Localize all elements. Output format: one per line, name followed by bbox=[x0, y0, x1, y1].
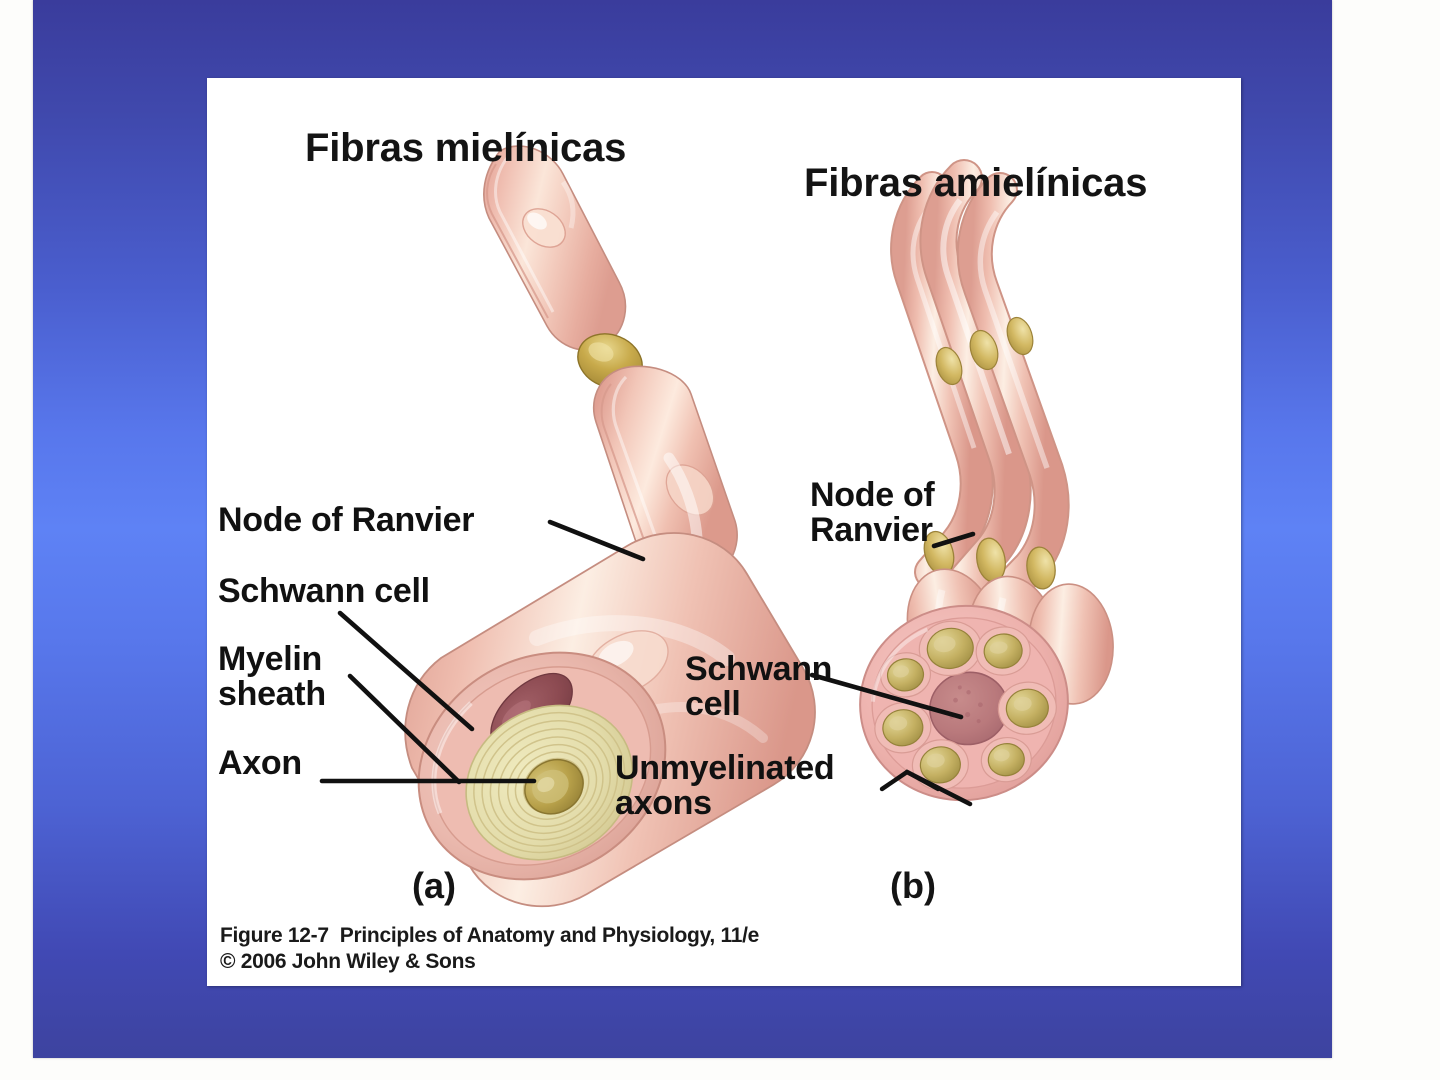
caption-line-2: © 2006 John Wiley & Sons bbox=[220, 950, 476, 974]
node-of-ranvier-band-upper-2 bbox=[969, 329, 999, 371]
label-axon-a: Axon bbox=[218, 744, 302, 782]
schwann-segment-middle bbox=[592, 365, 738, 585]
unmyelinated-axon-1 bbox=[918, 620, 982, 677]
leader-unmyelinated-axons-2 bbox=[904, 769, 973, 807]
anatomy-illustration bbox=[319, 145, 1114, 908]
unmyelinated-tube-front bbox=[956, 172, 1070, 614]
panel-letter-b: (b) bbox=[890, 865, 936, 906]
unmyelinated-tube-middle bbox=[919, 159, 1032, 602]
unmyelinated-axon-2 bbox=[879, 652, 932, 698]
leader-schwann-cell-a bbox=[337, 610, 475, 732]
leader-node-ranvier-b bbox=[931, 531, 976, 549]
schwann-cell-cut-segment bbox=[404, 532, 816, 908]
figure-caption: Figure 12-7 Principles of Anatomy and Ph… bbox=[220, 923, 759, 976]
panel-letter-a: (a) bbox=[412, 865, 456, 906]
figure-card: Fibras mielínicas Fibras amielínicas Nod… bbox=[207, 78, 1241, 986]
leader-schwann-cell-b bbox=[809, 672, 964, 720]
slide-background-panel: Fibras mielínicas Fibras amielínicas Nod… bbox=[33, 0, 1332, 1058]
unmyelinated-cut-face bbox=[859, 604, 1069, 802]
unmyelinated-axon-6 bbox=[911, 739, 969, 791]
unmyelinated-axon-3 bbox=[975, 626, 1031, 676]
unmyelinated-axon-7 bbox=[980, 737, 1032, 783]
myelinated-fiber-artwork bbox=[404, 145, 816, 908]
figure-title-myelinated: Fibras mielínicas bbox=[305, 126, 627, 170]
label-node-of-ranvier-a: Node of Ranvier bbox=[218, 501, 475, 539]
node-of-ranvier-band-upper-1 bbox=[935, 346, 963, 386]
schwann-segment-top bbox=[483, 145, 627, 351]
label-unmyelinated-axons: Unmyelinated axons bbox=[615, 749, 835, 823]
node-of-ranvier-band-upper-3 bbox=[1006, 316, 1034, 356]
label-schwann-cell-b: Schwann cell bbox=[685, 650, 833, 724]
caption-line-1: Figure 12-7 Principles of Anatomy and Ph… bbox=[220, 924, 759, 947]
node-of-ranvier-band-lower-3 bbox=[1026, 546, 1056, 590]
label-schwann-cell-a: Schwann cell bbox=[218, 572, 430, 610]
leader-myelin-sheath-a bbox=[347, 673, 462, 785]
figure-title-unmyelinated: Fibras amielínicas bbox=[804, 161, 1148, 205]
leader-node-ranvier-a bbox=[547, 519, 646, 562]
unmyelinated-axon-5 bbox=[997, 681, 1057, 735]
unmyelinated-axon-4 bbox=[874, 702, 932, 754]
label-node-of-ranvier-b: Node of Ranvier bbox=[810, 476, 935, 550]
label-myelin-sheath-a: Myelin sheath bbox=[218, 640, 326, 714]
leader-lines bbox=[319, 519, 976, 807]
unmyelinated-fiber-artwork bbox=[859, 159, 1114, 802]
